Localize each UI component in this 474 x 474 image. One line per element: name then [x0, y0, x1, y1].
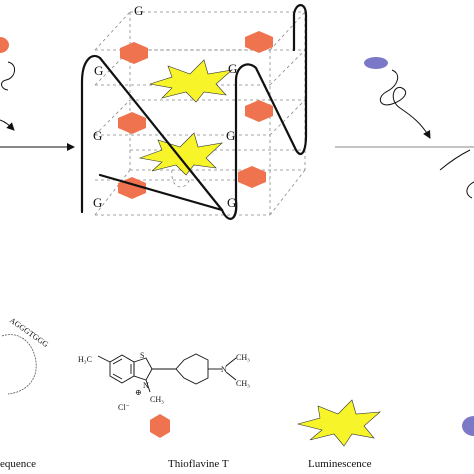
- dna-strand-lower: [98, 173, 224, 212]
- g-label: G: [227, 195, 236, 210]
- hexagon-1: [120, 42, 148, 64]
- right-oval: [364, 57, 388, 69]
- molecule-h3c: H₃C: [78, 355, 92, 364]
- left-hexagon-fragment: [0, 37, 9, 53]
- molecule-n-amine: N: [221, 365, 227, 374]
- molecule-cl: Cl⁻: [118, 403, 130, 412]
- legend-oval-fragment: [462, 416, 474, 436]
- luminescence-star-1: [149, 59, 233, 103]
- molecule-ch3-b: CH₃: [236, 379, 250, 388]
- right-strand-fragment: [439, 149, 471, 171]
- molecule-n-plus: N: [143, 381, 149, 390]
- g-label: G: [93, 128, 102, 143]
- legend-thioflavin: H₃C S N ⊕ CH₃ Cl⁻ N CH₃ CH₃ Thioflavine …: [78, 351, 250, 470]
- molecule-ch3-lower: CH₃: [150, 395, 164, 404]
- hexagons: [118, 31, 273, 199]
- g-label: G: [93, 195, 102, 210]
- caption-thioflavin: Thioflavine T: [168, 458, 229, 470]
- left-strand-fragment: [1, 61, 15, 91]
- g-label: G: [228, 61, 237, 76]
- molecule-plus-sign: ⊕: [135, 388, 142, 397]
- legend-sequence: AGGGTGGG equence: [0, 316, 50, 470]
- molecule-ch3-a: CH₃: [236, 353, 250, 362]
- right-unfolded-strand: [379, 69, 431, 139]
- legend: AGGGTGGG equence H₃C S N ⊕: [0, 316, 474, 470]
- circular-sequence-arc: [1, 334, 37, 395]
- dna-strand: [80, 4, 308, 220]
- molecule-s: S: [140, 351, 144, 360]
- caption-luminescence: Luminescence: [308, 458, 372, 470]
- caption-sequence: equence: [0, 458, 36, 470]
- guanine-labels: G G G G G G G: [93, 3, 237, 210]
- inner-dashed-loop: [171, 169, 191, 188]
- thioflavin-molecule: [97, 353, 237, 393]
- hexagon-6: [238, 166, 266, 188]
- left-curl-fragment: [0, 119, 15, 131]
- hexagon-3: [118, 112, 146, 134]
- g-label: G: [94, 63, 103, 78]
- legend-hexagon: [150, 414, 170, 438]
- right-curl-fragment: [466, 181, 474, 199]
- g-quadruplex-cube: G G G G G G G: [80, 3, 308, 220]
- hexagon-2: [245, 31, 273, 53]
- legend-luminescence: Luminescence: [296, 399, 381, 470]
- g-label: G: [226, 128, 235, 143]
- g-label: G: [134, 3, 143, 18]
- hexagon-4: [245, 100, 273, 122]
- left-fragment: [0, 37, 15, 131]
- luminescence-star-2: [138, 132, 223, 176]
- legend-star: [296, 399, 381, 447]
- right-fragment: [335, 57, 474, 199]
